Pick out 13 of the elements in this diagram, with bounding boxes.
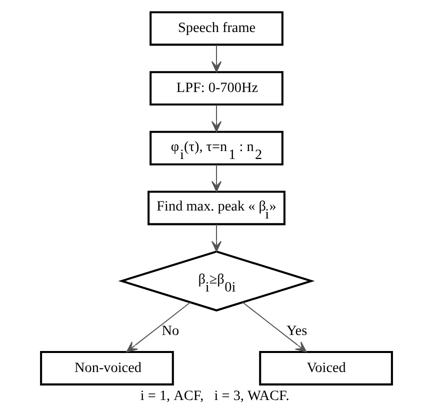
node-box: Non-voiced [40, 350, 174, 386]
arrow [211, 44, 222, 72]
caption: i = 1, ACF, i = 3, WACF. [140, 388, 290, 404]
edge-label: Yes [286, 322, 308, 339]
node-box: LPF: 0-700Hz [150, 71, 284, 106]
arrow [242, 302, 307, 352]
arrow [211, 224, 222, 252]
node-box: Speech frame [150, 11, 284, 46]
arrow [211, 164, 222, 192]
node-box: Voiced [259, 350, 393, 386]
arrow [211, 104, 222, 132]
edge-label: No [162, 322, 180, 339]
arrow [126, 302, 191, 352]
